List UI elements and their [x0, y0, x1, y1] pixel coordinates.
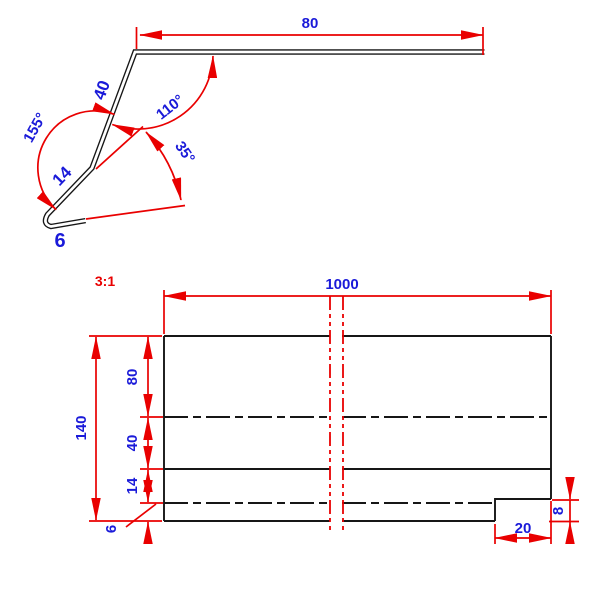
dim-strip-14-label: 14 — [124, 477, 141, 494]
flat-pattern-view: 1000 140 80 40 14 6 20 8 — [73, 276, 579, 545]
dim-ext-strips — [140, 416, 163, 504]
dim-6-label: 6 — [54, 230, 65, 252]
dim-ext-1000 — [163, 290, 552, 334]
dim-140-label: 140 — [73, 415, 90, 440]
dim-20-label: 20 — [515, 520, 532, 537]
ext-line-leg — [95, 125, 144, 170]
dim-40-label: 40 — [90, 78, 114, 102]
arc-110 — [111, 55, 218, 137]
profile-metal-outline — [42, 49, 485, 230]
scale-label: 3:1 — [95, 273, 115, 289]
flat-outline — [163, 335, 552, 522]
dim-ext-8 — [549, 499, 579, 523]
dim-ext-80 — [135, 27, 484, 55]
angle-110-label: 110° — [153, 91, 187, 123]
dim-leader-strip-6 — [125, 503, 157, 528]
dim-strip-80-label: 80 — [124, 369, 141, 386]
dim-1000-label: 1000 — [325, 276, 358, 293]
profile-metal-core — [44, 50, 488, 228]
dim-strip-40-label: 40 — [124, 435, 141, 452]
arc-35 — [145, 131, 182, 201]
dim-8-label: 8 — [550, 507, 567, 515]
arc-155 — [36, 102, 116, 211]
ext-line-hem — [85, 204, 186, 220]
dim-ext-140 — [89, 335, 162, 522]
break-lines — [329, 296, 344, 532]
angle-35-label: 35° — [171, 138, 198, 166]
profile-view: 80 40 110° 155° 14 35° 6 — [20, 15, 488, 252]
dim-strip-6-label: 6 — [103, 525, 120, 533]
dim-80-label: 80 — [302, 15, 319, 32]
dim-ext-20 — [494, 501, 552, 544]
